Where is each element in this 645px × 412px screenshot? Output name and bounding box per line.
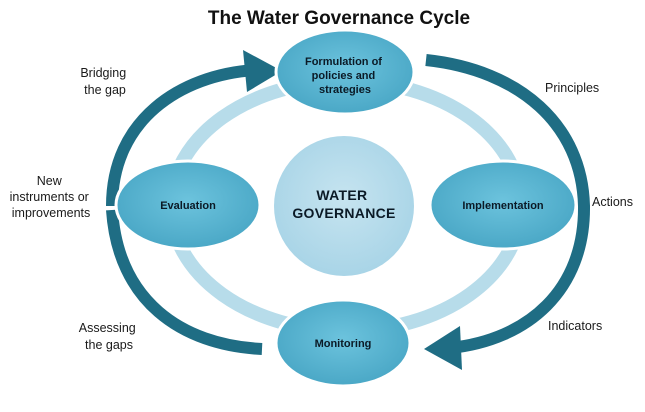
cycle-arrowhead-right [424, 326, 462, 370]
label-bridging-gap: Bridging the gap [80, 66, 129, 97]
cycle-arrow-right [425, 54, 591, 354]
node-formulation-line2: policies and [312, 70, 376, 82]
node-formulation-line1: Formulation of [305, 56, 382, 68]
cycle-arrow-left-bottom [106, 209, 263, 355]
svg-text:Formulation of policies: Formulation of policies and strategies [305, 56, 385, 96]
cycle-arrow-left-top [106, 64, 256, 207]
node-monitoring-label: Monitoring [315, 338, 372, 350]
diagram-title: The Water Governance Cycle [208, 8, 470, 29]
label-principles: Principles [545, 81, 599, 95]
label-actions: Actions [592, 195, 633, 209]
center-circle [274, 136, 414, 276]
node-implementation: Implementation [428, 159, 578, 251]
center-label: WATER GOVERNANCE [292, 187, 395, 221]
node-implementation-label: Implementation [462, 200, 544, 212]
node-formulation: Formulation of policies and strategies [274, 28, 416, 116]
node-evaluation: Evaluation [114, 159, 262, 251]
node-formulation-line3: strategies [319, 84, 371, 96]
cycle-arrowhead-left-top [243, 50, 282, 92]
node-evaluation-label: Evaluation [160, 200, 216, 212]
label-indicators: Indicators [548, 319, 602, 333]
label-new-instruments: New instruments or improvements [10, 174, 93, 220]
label-assessing-gaps: Assessing the gaps [79, 321, 139, 352]
node-monitoring: Monitoring [274, 298, 412, 388]
